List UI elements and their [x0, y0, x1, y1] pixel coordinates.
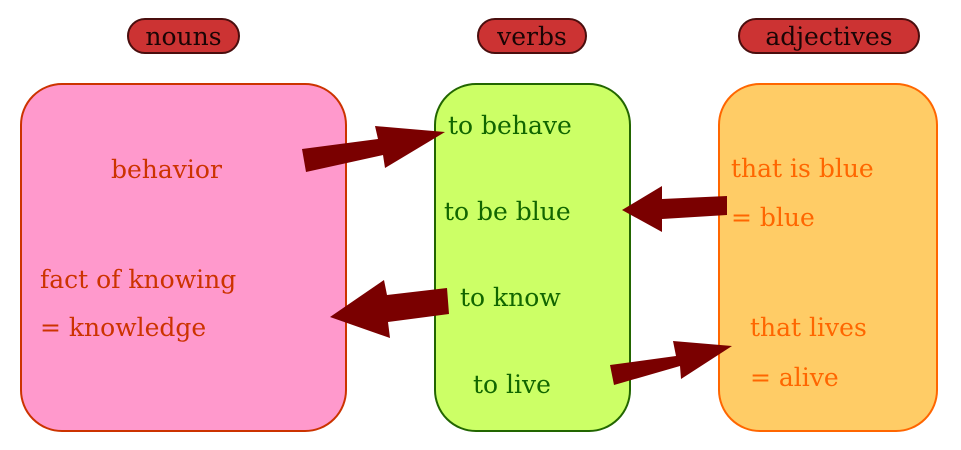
- verb-be-blue: to be blue: [444, 197, 571, 226]
- adjective-blue-line2: = blue: [731, 203, 815, 232]
- adjectives-box: [718, 83, 938, 432]
- adjectives-header: adjectives: [738, 18, 920, 54]
- noun-behavior: behavior: [111, 155, 222, 184]
- arrow-blue-to-be-blue: [622, 186, 727, 232]
- nouns-header: nouns: [127, 18, 240, 54]
- adjective-blue-line1: that is blue: [731, 154, 874, 183]
- adjective-lives-line2: = alive: [750, 363, 839, 392]
- verbs-box: [434, 83, 631, 432]
- verb-behave: to behave: [448, 111, 572, 140]
- adjective-lives-line1: that lives: [750, 313, 867, 342]
- nouns-box: [20, 83, 347, 432]
- noun-knowing-line1: fact of knowing: [40, 265, 237, 294]
- noun-knowing-line2: = knowledge: [40, 313, 207, 342]
- verb-live: to live: [473, 370, 551, 399]
- verb-know: to know: [460, 283, 561, 312]
- verbs-header: verbs: [477, 18, 587, 54]
- arrow-know-to-knowledge: [330, 280, 449, 338]
